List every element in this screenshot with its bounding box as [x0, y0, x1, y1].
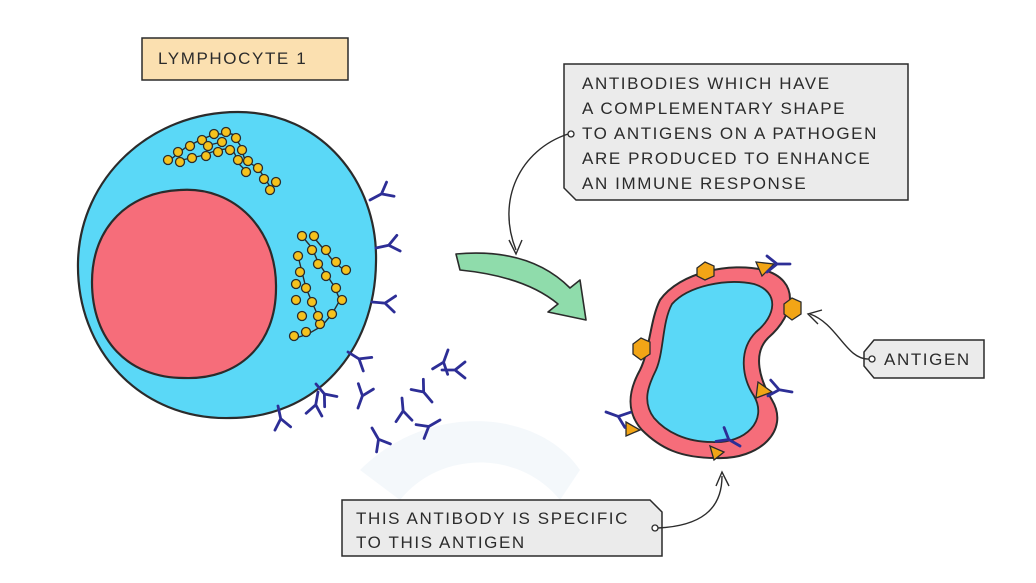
lymphocyte-title: LYMPHOCYTE 1: [158, 49, 308, 68]
callout-antigen-box: [806, 309, 985, 379]
lymphocyte-title-box: [141, 37, 349, 81]
antigen-triangle: [755, 380, 774, 399]
callout-antigen-text: ANTIGEN: [884, 350, 971, 369]
antigen-triangle: [625, 420, 642, 437]
antigen-triangle: [708, 444, 726, 462]
pathogen-cytoplasm: [646, 281, 774, 443]
pathogen: [629, 266, 791, 460]
callout-line: A COMPLEMENTARY SHAPE: [582, 99, 847, 118]
antigen-hexagon: [783, 297, 802, 321]
callout-line: THIS ANTIBODY IS SPECIFIC: [356, 509, 630, 528]
nucleus: [90, 188, 278, 380]
ribosome-chain-lower: [288, 230, 352, 342]
callout-line: ARE PRODUCED TO ENHANCE: [582, 149, 872, 168]
leader-line: [809, 313, 870, 360]
callout-line: AN IMMUNE RESPONSE: [582, 174, 808, 193]
leader-line: [508, 133, 569, 251]
callout-line: TO ANTIGENS ON A PATHOGEN: [582, 124, 878, 143]
watermark: [360, 421, 580, 500]
callout-specific-box: [341, 470, 730, 557]
ribosome-chain-upper: [162, 126, 282, 196]
process-arrow: [455, 252, 587, 321]
callout-antibodies-box: [508, 63, 909, 256]
leader-line: [657, 475, 723, 529]
callout-line: ANTIBODIES WHICH HAVE: [582, 74, 831, 93]
antigens: [625, 261, 802, 462]
callout-line: TO THIS ANTIGEN: [356, 533, 526, 552]
antigen-hexagon: [696, 261, 715, 281]
antigen-hexagon: [632, 337, 651, 361]
lymphocyte-cell: [76, 110, 378, 420]
